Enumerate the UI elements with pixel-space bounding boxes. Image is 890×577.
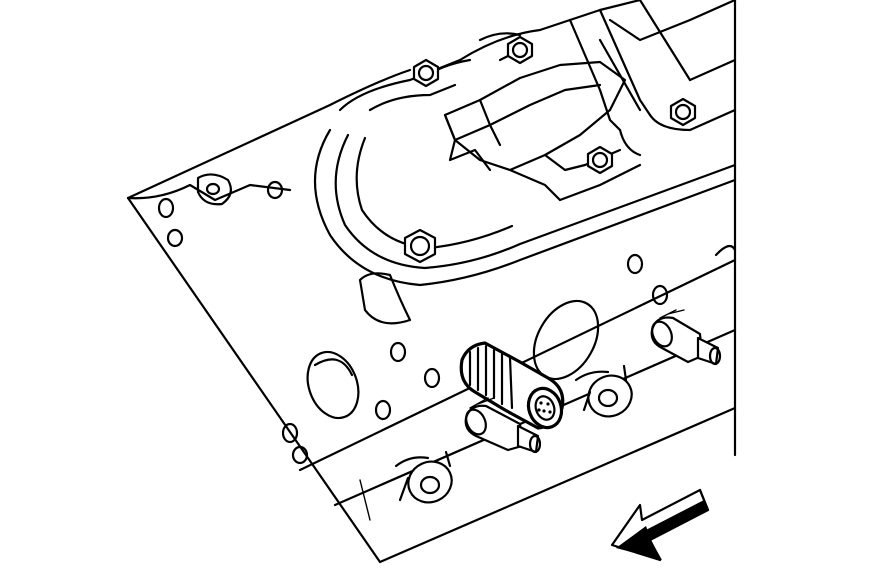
flange-bolts bbox=[403, 35, 697, 264]
sensor bbox=[459, 341, 565, 430]
head-hole bbox=[166, 228, 184, 248]
head-hole bbox=[266, 180, 284, 200]
direction-arrow-icon bbox=[610, 488, 710, 562]
valve-lifters bbox=[394, 309, 722, 504]
intake-manifold bbox=[314, 0, 737, 287]
head-hole bbox=[157, 197, 175, 219]
